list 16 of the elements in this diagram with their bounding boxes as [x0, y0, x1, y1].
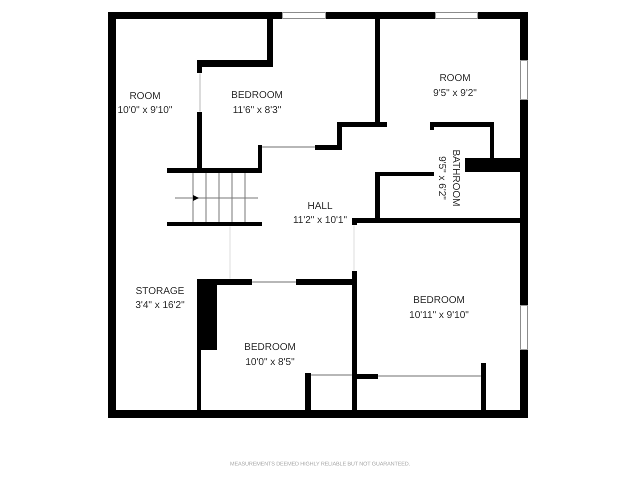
- room-dimensions: 11'2" x 10'1": [292, 216, 348, 226]
- room-dimensions: 10'11" x 9'10": [409, 311, 469, 321]
- room-dimensions: 10'0" x 9'10": [118, 106, 172, 116]
- room-dimensions: 10'0" x 8'5": [245, 358, 295, 368]
- room-dimensions: 9'5" x 6'2": [436, 156, 446, 200]
- room-dimensions: 9'5" x 9'2": [433, 89, 477, 99]
- room-dimensions: 3'4" x 16'2": [135, 301, 185, 311]
- room-name: ROOM: [439, 74, 471, 84]
- room-name: STORAGE: [136, 287, 184, 297]
- room-name: ROOM: [129, 92, 161, 102]
- room-dimensions: 11'6" x 8'3": [232, 106, 282, 116]
- room-name: BEDROOM: [231, 91, 283, 101]
- room-name: BEDROOM: [244, 343, 296, 353]
- room-name: BATHROOM: [450, 149, 460, 207]
- room-name: HALL: [308, 202, 332, 212]
- room-name: BEDROOM: [413, 296, 465, 306]
